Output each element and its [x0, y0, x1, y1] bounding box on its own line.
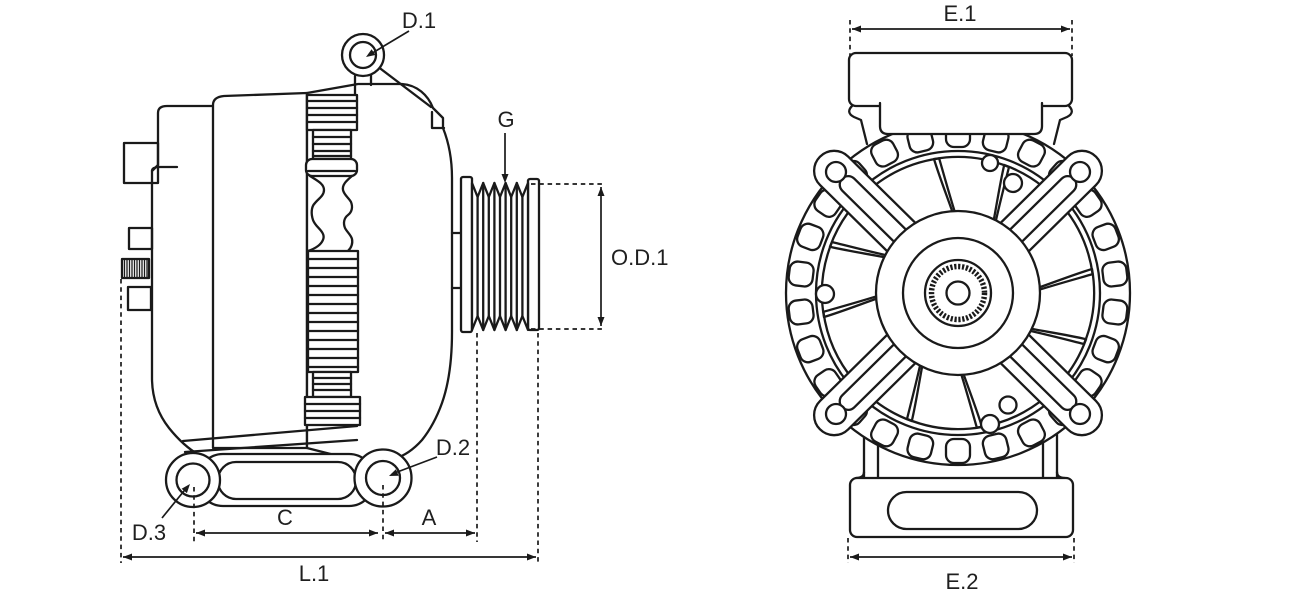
dim-label-d2: D.2	[436, 435, 470, 460]
shaft-bore	[945, 280, 971, 306]
pulley-rear-flange	[459, 175, 474, 334]
dim-label-e2: E.2	[945, 569, 978, 594]
rear-housing	[150, 104, 215, 457]
dim-c: C	[193, 485, 384, 542]
d1-arrowhead	[366, 49, 376, 57]
fins-lower	[311, 376, 353, 392]
arm-end-hole	[1068, 402, 1092, 426]
dim-d2: D.2	[389, 435, 470, 476]
mounting-tab-upper	[127, 226, 154, 251]
terminal-block	[122, 141, 160, 185]
mounting-tab-lower	[126, 285, 153, 312]
stator-fin-stack	[303, 93, 362, 427]
pulley-front-flange	[526, 177, 541, 332]
dim-label-a: A	[422, 505, 437, 530]
arm-end-hole	[824, 402, 848, 426]
groove-walls	[476, 181, 524, 332]
dim-label-d1: D.1	[402, 8, 436, 33]
front-lug-hole	[364, 459, 402, 497]
pulley	[459, 175, 541, 334]
bolt-hole	[1002, 172, 1024, 194]
rear-housing-step	[150, 165, 179, 173]
fins-bottom	[303, 402, 362, 420]
bearing-collar	[304, 157, 359, 178]
top-bracket-tongue	[878, 101, 1044, 136]
top-bracket-plate	[847, 51, 1074, 108]
fins-main	[306, 257, 360, 369]
vent-slot	[1100, 297, 1130, 327]
bottom-bracket-foot	[848, 476, 1075, 539]
fins-upper	[311, 135, 353, 158]
dim-label-e1: E.1	[943, 1, 976, 26]
vent-slot	[904, 430, 936, 463]
dim-od1: O.D.1	[531, 183, 668, 330]
vent-slot	[786, 297, 816, 327]
ear-hole	[348, 40, 378, 70]
vent-slot	[944, 437, 972, 465]
side-view: D.1 G O.D.1 D.2 D.3	[120, 8, 668, 586]
d1-leader	[368, 30, 410, 56]
threaded-stud	[120, 257, 151, 280]
dim-d3: D.3	[132, 484, 190, 545]
arm-end-hole	[1068, 160, 1092, 184]
rear-lug-hole	[175, 462, 211, 498]
bolt-hole	[814, 283, 836, 305]
foot-slot	[886, 490, 1039, 531]
housing-boss-notch	[430, 110, 446, 130]
shaft-spline	[928, 263, 988, 323]
fins-top	[305, 99, 359, 124]
lower-bracket	[164, 424, 413, 509]
dim-label-od1: O.D.1	[611, 245, 668, 270]
hub	[874, 209, 1042, 377]
bolt-holes	[814, 153, 1024, 435]
dim-label-d3: D.3	[132, 520, 166, 545]
lug-bar-recess	[216, 460, 358, 501]
top-bracket-leg-right	[1052, 104, 1073, 146]
bolt-hole	[979, 413, 1001, 435]
vent-slot	[786, 259, 816, 289]
g-arrowhead	[501, 174, 509, 183]
dim-a: A	[385, 333, 478, 542]
top-bracket-leg-left	[848, 104, 869, 146]
waist-profile-left	[306, 174, 326, 253]
dim-label-l1: L.1	[299, 561, 330, 586]
waist-profile-right	[341, 174, 354, 253]
dim-g: G	[497, 107, 515, 183]
vent-slot	[980, 430, 1012, 463]
dim-d1: D.1	[366, 8, 436, 57]
dim-label-c: C	[277, 505, 293, 530]
bolt-hole	[998, 395, 1018, 415]
stud-threads	[123, 258, 148, 279]
dim-e2: E.2	[847, 538, 1075, 594]
dim-label-g: G	[497, 107, 514, 132]
front-view: E.1 E.2	[784, 1, 1132, 594]
vent-slot	[1100, 259, 1130, 289]
alternator-body	[211, 91, 309, 450]
dim-l1: L.1	[120, 279, 539, 586]
bolt-hole	[980, 153, 1000, 173]
ear-strut	[375, 64, 433, 109]
mounting-ear	[340, 32, 386, 97]
dim-e1: E.1	[849, 1, 1073, 56]
arm-end-hole	[824, 160, 848, 184]
